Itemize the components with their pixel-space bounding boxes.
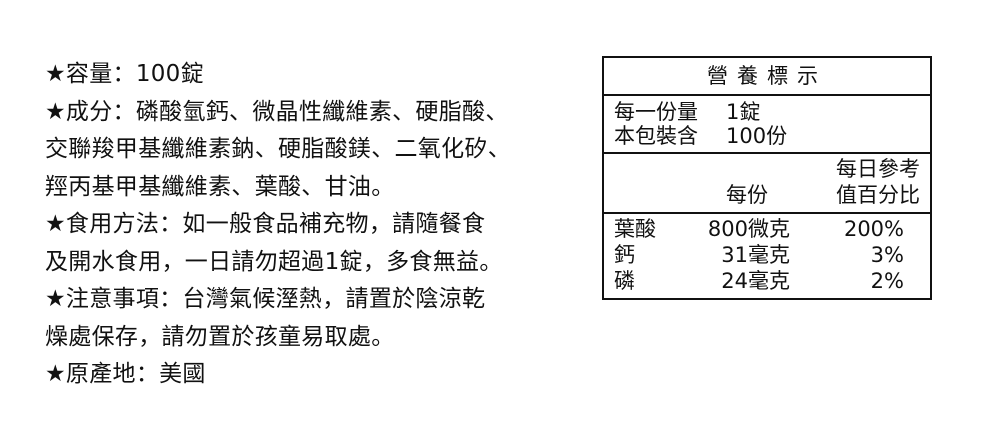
servings-value: 100份 xyxy=(726,124,788,148)
nutrient-dv: 3% xyxy=(870,243,904,267)
serving-size-line: 每一份量 1錠 xyxy=(614,100,760,124)
nutrient-name: 磷 xyxy=(614,269,635,293)
per-serving-header: 每份 xyxy=(726,183,768,207)
ingredients-line-2: 交聯羧甲基纖維素鈉、硬脂酸鎂、二氧化矽、 xyxy=(45,136,511,162)
nutrient-amount: 800微克 xyxy=(707,217,790,241)
nutrient-row: 鈣 31毫克 3% xyxy=(604,242,930,268)
dv-header-line-1: 每日參考 xyxy=(836,157,920,181)
nutrient-row: 葉酸 800微克 200% xyxy=(604,216,930,242)
nutrient-row: 磷 24毫克 2% xyxy=(604,268,930,294)
serving-divider xyxy=(604,152,930,154)
header-divider xyxy=(604,212,930,214)
ingredients-line-1: ★成分：磷酸氫鈣、微晶性纖維素、硬脂酸、 xyxy=(45,98,509,125)
nutrition-title: 營養標示 xyxy=(604,58,930,96)
servings-label: 本包裝含 xyxy=(614,124,698,148)
serving-size-label: 每一份量 xyxy=(614,100,698,124)
usage-line-1: ★食用方法：如一般食品補充物，請隨餐食 xyxy=(45,211,486,237)
nutrient-amount: 31毫克 xyxy=(721,243,790,267)
nutrient-name: 葉酸 xyxy=(614,217,656,241)
ingredients-line-3: 羥丙基甲基纖維素、葉酸、甘油。 xyxy=(45,173,395,200)
dv-header-line-2: 值百分比 xyxy=(836,183,920,207)
caution-line-2: 燥處保存，請勿置於孩童易取處。 xyxy=(45,323,395,350)
servings-line: 本包裝含 100份 xyxy=(614,124,787,148)
serving-size-value: 1錠 xyxy=(726,100,761,124)
serving-info: 每一份量 1錠 本包裝含 100份 每日參考 值百分比 每份 xyxy=(604,96,930,212)
product-info-text: ★容量：100錠 ★成分：磷酸氫鈣、微晶性纖維素、硬脂酸、 交聯羧甲基纖維素鈉、… xyxy=(45,56,590,394)
nutrient-dv: 200% xyxy=(843,217,904,241)
caution-line-1: ★注意事項：台灣氣候溼熱，請置於陰涼乾 xyxy=(45,286,486,312)
origin-line: ★原產地：美國 xyxy=(45,361,206,387)
capacity-line: ★容量：100錠 xyxy=(45,61,204,87)
nutrient-name: 鈣 xyxy=(614,243,635,267)
nutrient-amount: 24毫克 xyxy=(721,269,790,293)
nutrition-facts-panel: 營養標示 每一份量 1錠 本包裝含 100份 每日參考 值百分比 每份 葉酸 800… xyxy=(602,56,932,300)
nutrient-dv: 2% xyxy=(870,269,904,293)
usage-line-2: 及開水食用，一日請勿超過1錠，多食無益。 xyxy=(45,248,503,275)
